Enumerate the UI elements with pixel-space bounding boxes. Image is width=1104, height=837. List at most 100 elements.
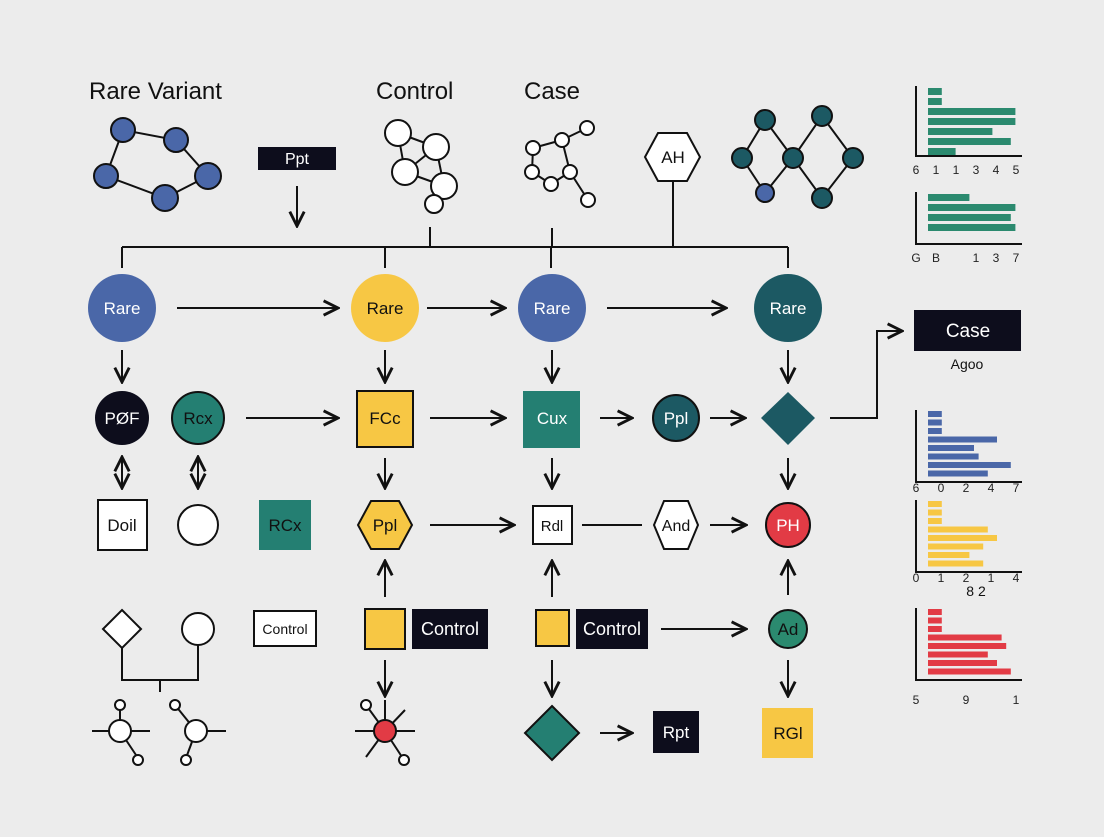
yellow-square-2 (535, 609, 570, 647)
rare-node-blue-label: Rare (104, 299, 141, 318)
ppt-box (258, 147, 336, 170)
mini-chart-axis (915, 192, 1022, 245)
mini-chart-bar (928, 643, 1007, 649)
mini-chart-tick: 4 (1013, 571, 1020, 585)
rcx-node (171, 391, 225, 445)
mini-chart-axis (915, 500, 1022, 573)
case-box (914, 310, 1021, 351)
ad-node (768, 609, 808, 649)
ppl-node (652, 394, 700, 442)
rcx2-box (259, 500, 311, 550)
mini-chart-bar (928, 660, 997, 666)
mini-chart-bar (928, 617, 942, 624)
mini-chart-tick: 3 (993, 251, 1000, 265)
hex-ah (643, 132, 702, 182)
molecule-icon-red (355, 699, 415, 766)
ad-node-label: Ad (778, 620, 799, 639)
and-hex (652, 500, 700, 550)
mini-chart-tick: 4 (993, 163, 1000, 177)
control-outline-box (253, 610, 317, 647)
control-outline-label: Control (262, 621, 307, 637)
mini-chart-bar (928, 626, 942, 632)
mini-chart-bar (928, 128, 993, 135)
connector-bus (121, 227, 789, 268)
ppl-node-label: Ppl (664, 409, 689, 428)
rare-node-blue (88, 274, 156, 342)
rpt-box (653, 711, 699, 753)
empty-node-circle (177, 504, 219, 546)
mini-chart-tick: 2 (963, 571, 970, 585)
mini-chart-tick: 5 (1013, 163, 1020, 177)
mini-chart-axis (915, 410, 1022, 483)
rcx-node-label: Rcx (183, 409, 213, 428)
mini-chart-bar (928, 501, 942, 507)
mini-chart-bar (928, 148, 956, 155)
mini-chart-tick: 2 (963, 481, 970, 495)
mini-chart-bar (928, 509, 942, 516)
and-hex-label: And (662, 518, 690, 535)
mini-chart-bar (928, 609, 942, 615)
molecule-icon-right (169, 699, 226, 766)
mini-chart-axis (915, 86, 1022, 157)
mini-chart-tick: 7 (1013, 481, 1020, 495)
network-control-icon (384, 119, 458, 214)
mini-chart-tick: 1 (938, 571, 945, 585)
mini-chart-tick: 0 (938, 481, 945, 495)
mini-chart-tick: 3 (973, 163, 980, 177)
mini-chart-tick: 6 (913, 163, 920, 177)
ppl-hex-label: Ppl (373, 516, 398, 535)
pdf-node-label: PØF (105, 409, 140, 428)
mini-chart-bar (928, 518, 942, 524)
cux-box (523, 391, 580, 448)
doil-box-label: Doil (107, 516, 136, 535)
mini-chart-tick: 5 (913, 693, 920, 707)
case-box-sub: Agoo (951, 356, 984, 372)
rare-node-yellow (351, 274, 419, 342)
rpt-box-label: Rpt (663, 723, 690, 742)
mini-chart-bar (928, 462, 1011, 468)
mini-chart-tick: 1 (973, 251, 980, 265)
rare-node-blue-2 (518, 274, 586, 342)
ph-node-label: PH (776, 516, 800, 535)
rare-node-teal-label: Rare (770, 299, 807, 318)
mini-chart-bar (928, 224, 1016, 231)
rgl-box-label: RGl (773, 724, 802, 743)
mini-chart-bar (928, 634, 1002, 641)
mini-chart-bar (928, 651, 988, 658)
decision-diamond-green (523, 704, 581, 762)
mini-chart-bar (928, 411, 942, 417)
rdl-box-label: Rdl (541, 518, 564, 535)
mini-chart-bar (928, 552, 970, 558)
fcc-box (356, 390, 414, 448)
rgl-box (762, 708, 813, 758)
mini-chart-tick: 6 (913, 481, 920, 495)
fcc-box-label: FCc (369, 409, 401, 428)
ppl-hex (356, 500, 414, 550)
control-dark-label-1: Control (421, 619, 479, 639)
mini-chart-bar (928, 108, 1016, 115)
decision-diamond-outline (101, 608, 143, 650)
hex-ah-label: AH (661, 148, 685, 167)
mini-chart-bar (928, 445, 974, 451)
ph-node (765, 502, 811, 548)
mini-chart-bar (928, 560, 984, 567)
mini-chart-bar (928, 204, 1016, 211)
cux-box-label: Cux (537, 409, 568, 428)
mini-chart-bar (928, 88, 942, 95)
mini-chart-tick: 0 (913, 571, 920, 585)
mini-chart-bar (928, 214, 1011, 221)
mini-chart-bar (928, 194, 970, 201)
mini-chart-tick: B (932, 251, 940, 265)
mini-chart-bar (928, 535, 997, 541)
mini-chart-bar (928, 436, 997, 443)
heading-case: Case (524, 78, 580, 105)
mini-chart-tick: 4 (988, 481, 995, 495)
mini-chart-tick: G (911, 251, 920, 265)
mini-chart-bar (928, 138, 1011, 145)
network-blue-icon (93, 117, 222, 212)
mini-chart-bar (928, 118, 1016, 125)
mini-chart-tick: 1 (953, 163, 960, 177)
empty-node-circle-2 (181, 612, 215, 646)
